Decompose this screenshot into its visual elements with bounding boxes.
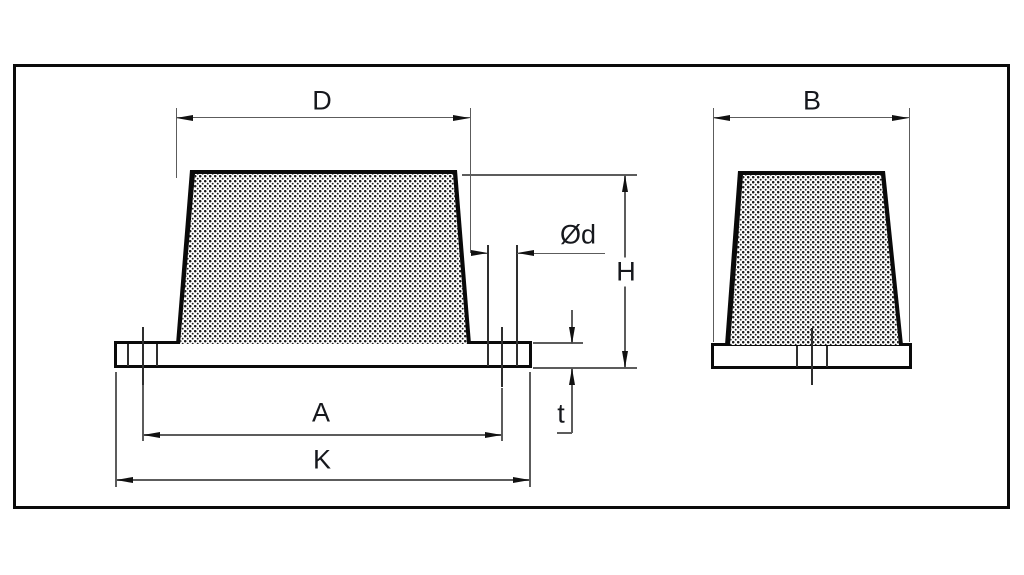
extension-line-k-left: [115, 372, 117, 487]
dimension-line-d: [176, 117, 470, 119]
dim-label-od: Ød: [559, 219, 597, 250]
hole-edge-line: [796, 346, 798, 367]
leader-line-t: [557, 432, 572, 434]
hole-centerline: [811, 328, 813, 385]
rubber-cone-side-view: [174, 170, 473, 344]
dim-label-b: B: [802, 85, 822, 116]
dim-label-t: t: [557, 398, 565, 429]
arrowhead-b-left: [713, 115, 730, 121]
extension-line-h-bottom: [533, 367, 637, 369]
arrowhead-od-right: [517, 250, 534, 256]
arrowhead-t-up: [569, 368, 575, 385]
extension-line-d-right: [469, 108, 471, 253]
extension-line-a-left: [142, 385, 144, 441]
arrowhead-h-top: [622, 175, 628, 192]
extension-line-d-left: [175, 108, 177, 178]
arrowhead-a-right: [485, 432, 502, 438]
arrowhead-h-bottom: [622, 351, 628, 368]
dimension-line-b: [713, 117, 909, 119]
dimension-line-k: [116, 479, 530, 481]
rubber-cone-stipple-fill: [730, 175, 899, 345]
extension-line-h-top: [462, 174, 637, 176]
extension-line-b-right: [908, 108, 910, 342]
hole-edge-extension-line: [487, 245, 489, 366]
rubber-cone-stipple-fill: [180, 174, 467, 344]
hole-edge-line: [156, 344, 158, 366]
arrowhead-k-left: [116, 477, 133, 483]
arrowhead-a-left: [143, 432, 160, 438]
mounting-plate-side-view: [114, 341, 532, 368]
hole-edge-line: [826, 346, 828, 367]
arrowhead-od-left: [471, 250, 488, 256]
arrowhead-b-right: [892, 115, 909, 121]
arrowhead-t-down: [569, 327, 575, 344]
dimension-line-t-lower: [571, 368, 573, 433]
arrowhead-d-left: [176, 115, 193, 121]
arrowhead-d-right: [453, 115, 470, 121]
hole-edge-line: [127, 344, 129, 366]
dim-label-d: D: [312, 85, 332, 116]
dim-label-k: K: [312, 444, 332, 475]
hole-edge-extension-line: [516, 245, 518, 366]
dim-label-h: H: [612, 257, 640, 287]
extension-line-k-right: [529, 372, 531, 487]
dimension-line-t-upper: [571, 310, 573, 343]
dimension-line-a: [143, 434, 502, 436]
extension-line-a-right: [501, 388, 503, 441]
hole-centerline: [142, 327, 144, 385]
dim-label-a: A: [311, 397, 331, 428]
rubber-cone-end-view: [722, 171, 905, 345]
arrowhead-k-right: [513, 477, 530, 483]
dimension-line-od: [517, 252, 605, 254]
hole-centerline: [501, 327, 503, 387]
extension-line-t-top: [533, 342, 583, 344]
extension-line-b-left: [712, 108, 714, 342]
